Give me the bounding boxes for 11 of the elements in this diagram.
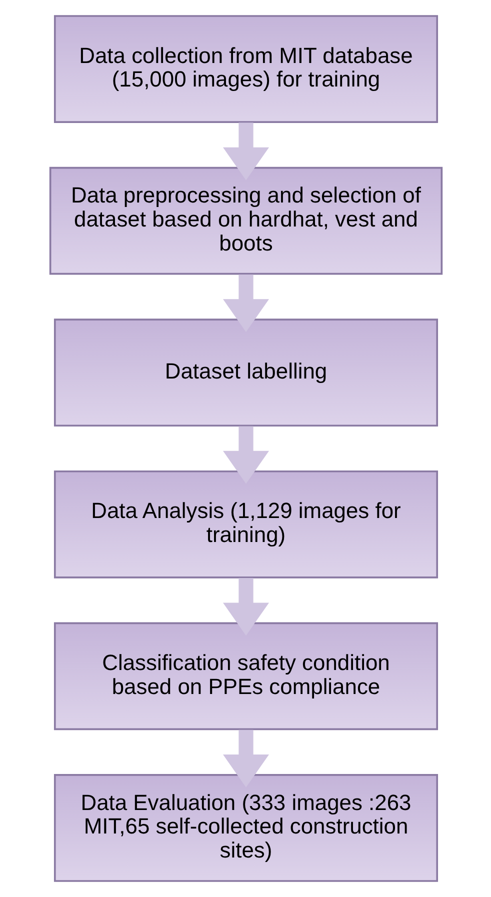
node-box: Data collection from MIT database (15,000 images) for training [53, 15, 438, 123]
node-box: Data Analysis (1,129 images for training) [53, 470, 438, 578]
node-box: Data Evaluation (333 images :263 MIT,65 self-collected construction sites) [53, 774, 438, 882]
node-box: Classification safety condition based on PPEs compliance [53, 622, 438, 730]
arrow [222, 730, 268, 788]
arrow [222, 122, 268, 180]
arrow [222, 426, 268, 484]
arrow [222, 578, 268, 636]
node-box: Data preprocessing and selection of dataset based on hardhat, vest and boots [48, 166, 442, 275]
arrow [222, 274, 268, 332]
node-box: Dataset labelling [53, 318, 438, 427]
